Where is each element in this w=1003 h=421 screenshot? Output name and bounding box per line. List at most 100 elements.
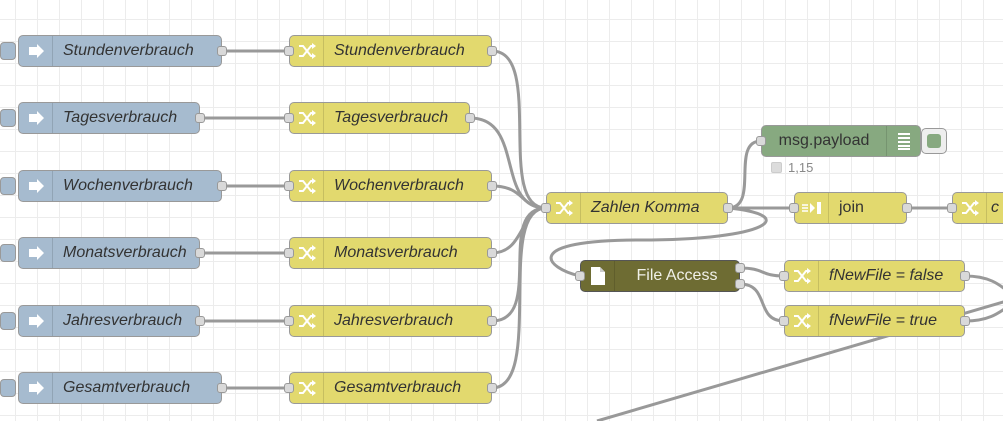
link-in-node-monatsverbrauch[interactable]: Monatsverbrauch — [18, 237, 200, 269]
offscreen-node-stub[interactable] — [0, 42, 16, 60]
change-node-stundenverbrauch[interactable]: Stundenverbrauch — [289, 35, 492, 67]
link-in-arrow-icon — [19, 373, 53, 403]
list-icon — [886, 126, 920, 156]
input-port[interactable] — [284, 113, 294, 123]
input-port[interactable] — [789, 203, 799, 213]
shuffle-icon — [953, 193, 987, 223]
node-label: Monatsverbrauch — [334, 244, 458, 261]
input-port[interactable] — [284, 316, 294, 326]
output-port[interactable] — [465, 113, 475, 123]
offscreen-node-stub[interactable] — [0, 109, 16, 127]
output-port[interactable] — [487, 46, 497, 56]
node-label: Wochenverbrauch — [334, 177, 464, 194]
node-label: msg.payload — [778, 132, 870, 149]
shuffle-icon — [547, 193, 581, 223]
node-label: Gesamtverbrauch — [63, 379, 191, 396]
link-in-node-stundenverbrauch[interactable]: Stundenverbrauch — [18, 35, 222, 67]
status-dot-icon — [771, 162, 782, 173]
input-port[interactable] — [284, 248, 294, 258]
output-port[interactable] — [723, 203, 733, 213]
output-port[interactable] — [735, 263, 745, 273]
change-node-gesamtverbrauch[interactable]: Gesamtverbrauch — [289, 372, 492, 404]
node-label: Gesamtverbrauch — [334, 379, 462, 396]
shuffle-icon — [290, 171, 324, 201]
shuffle-icon — [785, 261, 819, 291]
debug-toggle-button[interactable] — [921, 128, 947, 154]
node-status: 1,15 — [771, 160, 813, 175]
shuffle-icon — [785, 306, 819, 336]
link-in-arrow-icon — [19, 306, 53, 336]
output-port[interactable] — [487, 383, 497, 393]
offscreen-node-stub[interactable] — [0, 379, 16, 397]
join-node[interactable]: join — [794, 192, 907, 224]
wire — [739, 266, 785, 278]
output-port[interactable] — [960, 316, 970, 326]
input-port[interactable] — [284, 46, 294, 56]
status-text: 1,15 — [788, 160, 814, 175]
output-port[interactable] — [217, 383, 227, 393]
output-port[interactable] — [960, 271, 970, 281]
change-node-wochenverbrauch[interactable]: Wochenverbrauch — [289, 170, 492, 202]
input-port[interactable] — [541, 203, 551, 213]
shuffle-icon — [290, 238, 324, 268]
file-icon — [581, 261, 615, 291]
output-port[interactable] — [217, 46, 227, 56]
input-port[interactable] — [575, 271, 585, 281]
input-port[interactable] — [947, 203, 957, 213]
input-port[interactable] — [779, 271, 789, 281]
wire — [491, 206, 547, 390]
output-port[interactable] — [195, 113, 205, 123]
wire — [964, 274, 1003, 290]
node-label: c — [991, 199, 999, 216]
input-port[interactable] — [284, 181, 294, 191]
node-label: Stundenverbrauch — [63, 42, 194, 59]
change-node-jahresverbrauch[interactable]: Jahresverbrauch — [289, 305, 492, 337]
output-port[interactable] — [487, 248, 497, 258]
input-port[interactable] — [284, 383, 294, 393]
node-label: Tagesverbrauch — [334, 109, 449, 126]
output-port[interactable] — [195, 316, 205, 326]
output-port[interactable] — [902, 203, 912, 213]
link-in-arrow-icon — [19, 238, 53, 268]
shuffle-icon — [290, 373, 324, 403]
debug-node-msg-payload[interactable]: msg.payload — [761, 125, 921, 157]
input-port[interactable] — [756, 136, 766, 146]
link-in-arrow-icon — [19, 171, 53, 201]
node-label: Stundenverbrauch — [334, 42, 465, 59]
link-in-arrow-icon — [19, 103, 53, 133]
output-port[interactable] — [487, 181, 497, 191]
shuffle-icon — [290, 103, 324, 133]
change-node-fnewfile-false[interactable]: fNewFile = false — [784, 260, 965, 292]
offscreen-node-stub[interactable] — [0, 312, 16, 330]
output-port[interactable] — [735, 279, 745, 289]
node-label: Monatsverbrauch — [63, 244, 187, 261]
node-label: Tagesverbrauch — [63, 109, 178, 126]
output-port[interactable] — [487, 316, 497, 326]
change-node-monatsverbrauch[interactable]: Monatsverbrauch — [289, 237, 492, 269]
node-label: Wochenverbrauch — [63, 177, 193, 194]
offscreen-node-stub[interactable] — [0, 177, 16, 195]
output-port[interactable] — [217, 181, 227, 191]
shuffle-icon — [290, 306, 324, 336]
function-node-file-access[interactable]: File Access — [580, 260, 740, 292]
wire — [491, 49, 547, 210]
link-in-node-jahresverbrauch[interactable]: Jahresverbrauch — [18, 305, 200, 337]
input-port[interactable] — [779, 316, 789, 326]
link-in-node-tagesverbrauch[interactable]: Tagesverbrauch — [18, 102, 200, 134]
link-in-node-wochenverbrauch[interactable]: Wochenverbrauch — [18, 170, 222, 202]
wire — [739, 282, 785, 323]
node-label: Jahresverbrauch — [334, 312, 454, 329]
link-in-arrow-icon — [19, 36, 53, 66]
node-label: join — [839, 199, 864, 216]
output-port[interactable] — [195, 248, 205, 258]
change-node-zahlen-komma[interactable]: Zahlen Komma — [546, 192, 728, 224]
node-label: fNewFile = true — [829, 312, 938, 329]
offscreen-node-stub[interactable] — [0, 244, 16, 262]
change-node-fnewfile-true[interactable]: fNewFile = true — [784, 305, 965, 337]
shuffle-icon — [290, 36, 324, 66]
link-in-node-gesamtverbrauch[interactable]: Gesamtverbrauch — [18, 372, 222, 404]
wire — [964, 308, 1003, 323]
change-node-tagesverbrauch[interactable]: Tagesverbrauch — [289, 102, 470, 134]
change-node-partial[interactable]: c — [952, 192, 1003, 224]
node-label: Zahlen Komma — [591, 199, 700, 216]
